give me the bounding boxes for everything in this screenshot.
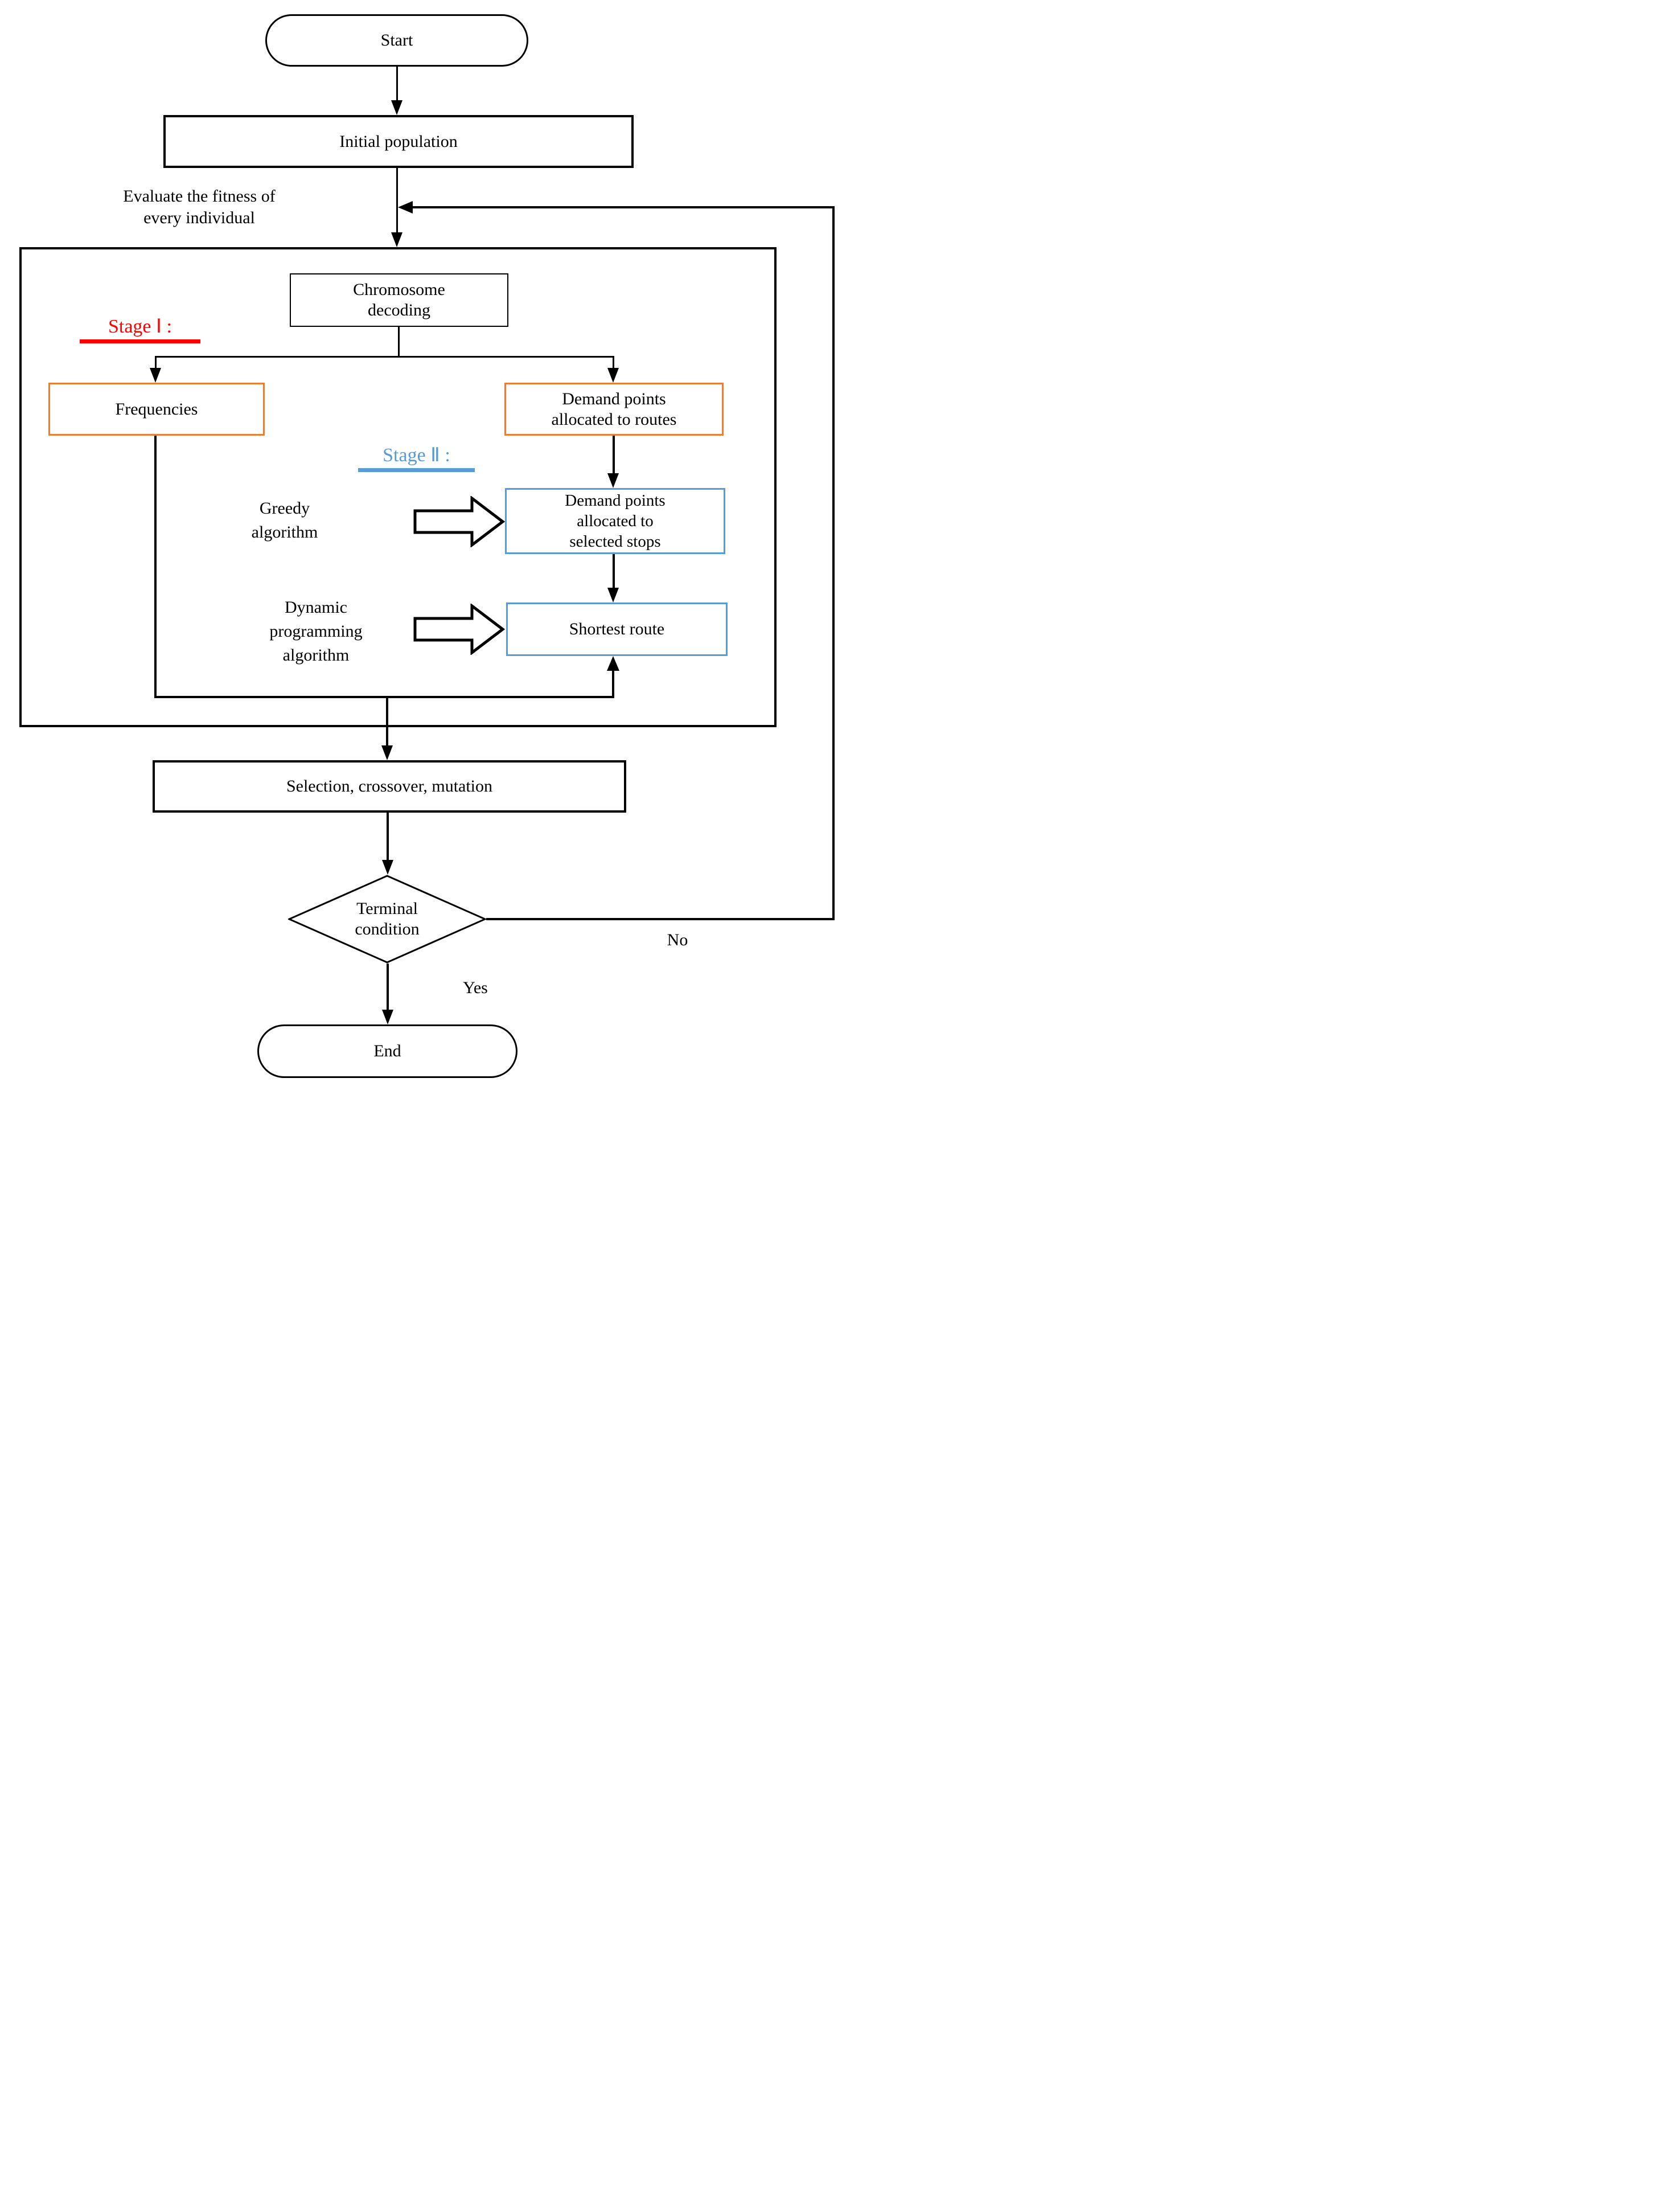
stage2-label: Stage Ⅱ : [358,443,475,472]
arrow-routes-to-stops [613,436,615,476]
node-frequencies: Frequencies [48,383,265,436]
dynamic-programming-note: Dynamic programming algorithm [231,596,401,667]
terminal-diamond-shape [287,875,487,964]
terminal-line1: Terminal [356,899,418,918]
collector-up-stem [612,669,614,696]
arrowhead-into-demand-stops [607,473,619,488]
split-line [155,356,614,358]
no-label: No [667,931,688,949]
dynamic-line3: algorithm [282,646,350,665]
arrowhead-into-stagebox [391,232,402,247]
node-end: End [257,1024,517,1078]
block-arrow-greedy [413,496,505,547]
greedy-algorithm-note: Greedy algorithm [216,497,353,544]
node-shortest-route: Shortest route [506,602,728,656]
arrow-initial-to-stagebox [396,168,398,233]
evaluate-fitness-note: Evaluate the fitness of every individual [85,186,313,229]
end-label: End [373,1042,401,1060]
arrowhead-into-initial [391,100,402,115]
flowchart-canvas: Start Initial population Evaluate the fi… [0,0,840,1097]
arrowhead-feedback-left [398,201,413,214]
demand-stops-line2: allocated to [577,512,654,530]
arrowhead-into-terminal [382,860,393,875]
demand-stops-line1: Demand points [565,491,666,510]
arrowhead-into-frequencies [150,368,161,383]
arrowhead-into-selection [381,745,393,760]
initial-population-label: Initial population [339,132,458,151]
arrow-start-to-initial [396,67,398,104]
arrow-stops-to-shortest [613,554,615,590]
feedback-top-line [411,206,833,208]
node-chromosome-decoding: Chromosome decoding [290,273,508,327]
frequencies-down-line [154,436,157,698]
stage-container-box [19,247,777,727]
node-terminal-condition: Terminal condition [287,875,487,964]
greedy-line2: algorithm [251,523,318,542]
start-label: Start [380,31,413,50]
node-demand-points-routes: Demand points allocated to routes [504,383,724,436]
evaluate-fitness-line1: Evaluate the fitness of [123,187,276,206]
selection-label: Selection, crossover, mutation [286,777,493,796]
arrow-terminal-to-end [387,964,389,1011]
demand-routes-line1: Demand points [562,389,666,408]
node-start: Start [265,14,528,67]
node-selection-crossover-mutation: Selection, crossover, mutation [153,760,626,813]
frequencies-label: Frequencies [115,399,198,419]
chromosome-decoding-line1: Chromosome [353,280,445,299]
demand-routes-line2: allocated to routes [551,409,677,429]
evaluate-fitness-line2: every individual [143,208,255,227]
node-demand-points-stops: Demand points allocated to selected stop… [505,488,725,554]
yes-label: Yes [463,978,488,997]
arrowhead-into-end [382,1010,393,1024]
dynamic-line2: programming [269,622,363,641]
split-left-stem [155,356,157,371]
arrowhead-into-shortest-bottom [607,656,619,671]
terminal-line2: condition [355,920,420,938]
arrow-stagebox-to-selection [386,696,388,747]
greedy-line1: Greedy [259,499,310,518]
demand-stops-line3: selected stops [569,532,661,551]
arrowhead-into-demand-routes [607,368,619,383]
terminal-condition-text: Terminal condition [288,875,486,964]
node-initial-population: Initial population [163,115,634,168]
feedback-right-line [832,206,835,920]
stage1-label: Stage Ⅰ : [80,314,200,343]
block-arrow-dynamic [413,604,505,655]
chromosome-decoding-line2: decoding [368,301,430,319]
shortest-route-label: Shortest route [569,620,665,638]
split-right-stem [613,356,614,371]
no-branch-line [486,918,835,920]
arrow-selection-to-terminal [387,813,389,861]
dynamic-line1: Dynamic [285,598,347,617]
collector-line [154,696,614,698]
chromosome-out-stem [398,327,400,356]
arrowhead-into-shortest [607,588,619,602]
